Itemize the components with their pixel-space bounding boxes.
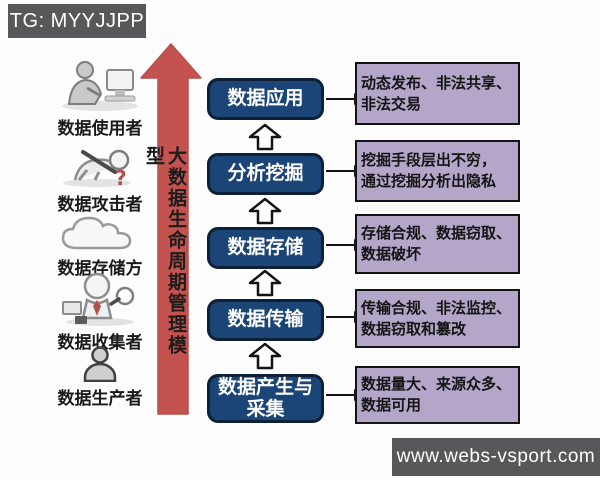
connector-arrow bbox=[326, 311, 363, 323]
connector-arrow bbox=[326, 93, 363, 105]
role-data-storage-party: 数据存储方 bbox=[38, 214, 162, 279]
stage-label: 数据传输 bbox=[227, 309, 304, 330]
stage-label: 数据产生与 采集 bbox=[217, 376, 313, 420]
site-watermark-badge: www.webs-vsport.com bbox=[392, 438, 600, 476]
stage-box-data-application: 数据应用 bbox=[207, 78, 324, 120]
role-label: 数据收集者 bbox=[57, 333, 143, 352]
user-at-computer-icon bbox=[62, 61, 138, 111]
stage-label: 数据存储 bbox=[227, 237, 304, 258]
risk-text: 传输合规、非法监控、 数据窃取和篡改 bbox=[361, 299, 512, 338]
stage-box-analysis-mining: 分析挖掘 bbox=[207, 153, 324, 195]
tg-watermark-text: TG: MYYJJPP bbox=[9, 9, 145, 32]
site-watermark-text: www.webs-vsport.com bbox=[396, 446, 596, 467]
connector-arrow bbox=[326, 239, 363, 251]
risk-text: 动态发布、非法共享、 非法交易 bbox=[361, 74, 512, 113]
risk-box-generation: 数据量大、来源众多、 数据可用 bbox=[355, 366, 520, 424]
step-up-arrow-icon bbox=[248, 342, 282, 370]
role-data-user: 数据使用者 bbox=[38, 58, 162, 139]
risk-box-application: 动态发布、非法共享、 非法交易 bbox=[355, 62, 520, 125]
svg-text:?: ? bbox=[115, 166, 127, 188]
tg-watermark-badge: TG: MYYJJPP bbox=[8, 4, 146, 38]
role-data-attacker: ? 数据攻击者 bbox=[38, 138, 162, 215]
stage-label: 分析挖掘 bbox=[227, 163, 304, 184]
role-data-producer: 数据生产者 bbox=[38, 346, 162, 409]
stage-box-data-transmission: 数据传输 bbox=[207, 299, 324, 341]
role-label: 数据存储方 bbox=[57, 259, 143, 278]
role-label: 数据攻击者 bbox=[57, 195, 143, 214]
risk-box-transmission: 传输合规、非法监控、 数据窃取和篡改 bbox=[355, 289, 520, 348]
stage-box-data-generation-collection: 数据产生与 采集 bbox=[207, 374, 324, 423]
role-data-collector: 数据收集者 bbox=[38, 272, 162, 353]
risk-box-storage: 存储合规、数据窃取、 数据破坏 bbox=[355, 214, 520, 274]
risk-text: 存储合规、数据窃取、 数据破坏 bbox=[361, 225, 512, 263]
cloud-icon bbox=[61, 216, 132, 250]
step-up-arrow-icon bbox=[248, 197, 282, 225]
lifecycle-model-title: 大数据生命周期管理模型 bbox=[143, 146, 186, 356]
step-up-arrow-icon bbox=[248, 123, 282, 151]
role-label: 数据生产者 bbox=[57, 389, 143, 408]
stage-box-data-storage: 数据存储 bbox=[207, 227, 324, 269]
risk-text: 数据量大、来源众多、 数据可用 bbox=[361, 376, 512, 414]
role-label: 数据使用者 bbox=[57, 119, 143, 138]
lifecycle-up-arrow-icon bbox=[140, 43, 202, 415]
collector-magnifier-icon bbox=[62, 272, 135, 326]
risk-box-mining: 挖掘手段层出不穷， 通过挖掘分析出隐私 bbox=[355, 140, 520, 202]
risk-text: 挖掘手段层出不穷， 通过挖掘分析出隐私 bbox=[361, 152, 497, 190]
stage-label: 数据应用 bbox=[227, 88, 304, 109]
step-up-arrow-icon bbox=[248, 269, 282, 297]
person-icon bbox=[83, 346, 117, 382]
connector-arrow bbox=[326, 389, 363, 401]
attacker-magnifier-icon: ? bbox=[63, 149, 131, 188]
connector-arrow bbox=[326, 165, 363, 177]
